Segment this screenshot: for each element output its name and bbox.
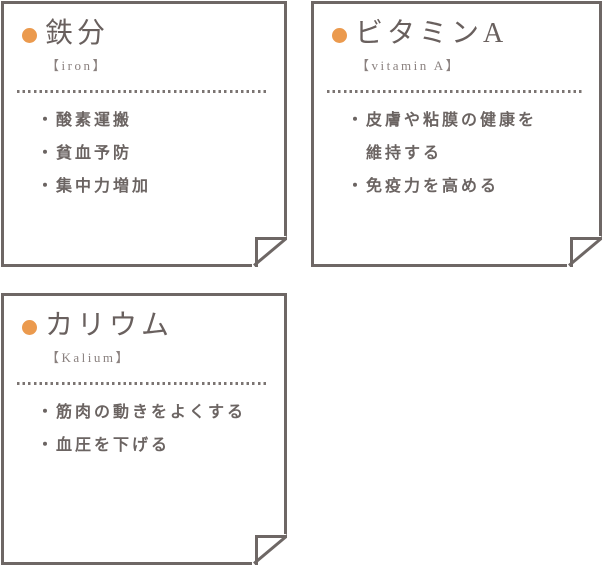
title-block: カリウム 【Kalium】 — [45, 310, 173, 366]
fold-flap — [255, 535, 287, 565]
card-title: ビタミンA — [355, 18, 508, 49]
bullet-dot-icon — [332, 28, 347, 43]
card-subtitle: 【iron】 — [46, 58, 108, 74]
note-card-iron: 鉄分 【iron】 ・酸素運搬 ・貧血予防 ・集中力増加 — [1, 1, 287, 267]
list-item: ・酸素運搬 — [37, 112, 133, 130]
list-item: ・貧血予防 — [37, 145, 133, 163]
title-block: ビタミンA 【vitamin A】 — [355, 18, 507, 74]
list-item: ・集中力増加 — [37, 178, 152, 196]
list-item: ・筋肉の動きをよくする — [37, 404, 247, 422]
card-subtitle: 【vitamin A】 — [356, 58, 462, 74]
note-card-vitamin-a: ビタミンA 【vitamin A】 ・皮膚や粘膜の健康を 維持する ・免疫力を高… — [311, 1, 602, 267]
card-title: カリウム — [45, 310, 174, 341]
list-item: ・血圧を下げる — [37, 437, 171, 455]
dotted-divider — [327, 90, 583, 94]
fold-flap — [255, 237, 287, 267]
card-subtitle: 【Kalium】 — [46, 350, 131, 366]
card-title: 鉄分 — [45, 18, 110, 49]
benefits-list: ・筋肉の動きをよくする ・血圧を下げる — [4, 396, 284, 462]
list-item: ・免疫力を高める — [347, 178, 500, 196]
card-header: ビタミンA 【vitamin A】 — [314, 4, 599, 74]
folded-corner-icon — [567, 236, 602, 267]
benefits-list: ・酸素運搬 ・貧血予防 ・集中力増加 — [4, 104, 284, 203]
benefits-list: ・皮膚や粘膜の健康を 維持する ・免疫力を高める — [314, 104, 599, 203]
title-block: 鉄分 【iron】 — [45, 18, 109, 74]
note-card-kalium: カリウム 【Kalium】 ・筋肉の動きをよくする ・血圧を下げる — [1, 293, 287, 565]
folded-corner-icon — [252, 236, 287, 267]
dotted-divider — [17, 382, 268, 386]
list-item: ・皮膚や粘膜の健康を 維持する — [347, 112, 538, 163]
folded-corner-icon — [252, 534, 287, 565]
card-header: 鉄分 【iron】 — [4, 4, 284, 74]
bullet-dot-icon — [22, 320, 37, 335]
bullet-dot-icon — [22, 28, 37, 43]
dotted-divider — [17, 90, 268, 94]
fold-flap — [570, 237, 602, 267]
card-header: カリウム 【Kalium】 — [4, 296, 284, 366]
